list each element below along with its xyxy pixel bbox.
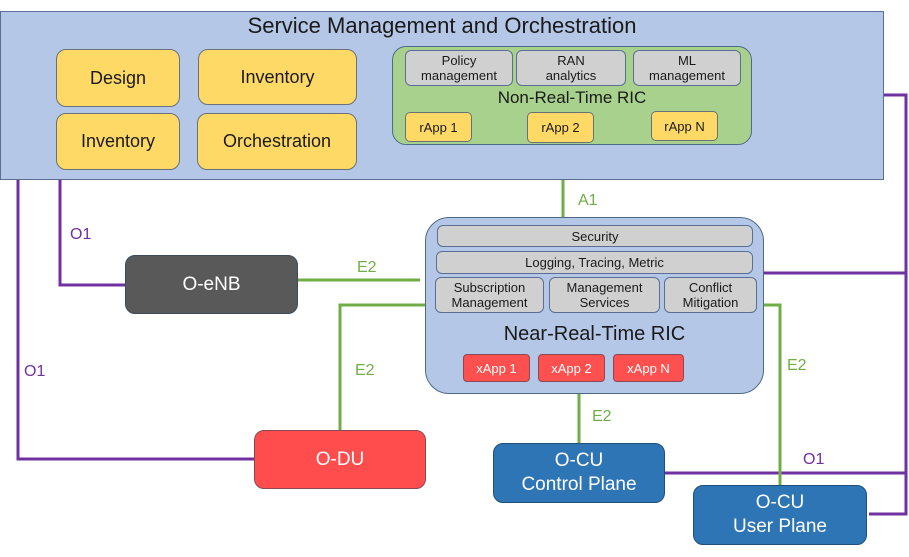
rapp-n[interactable]: rApp N: [651, 111, 718, 141]
policy-management-box[interactable]: Policy management: [405, 50, 513, 86]
o-cu-control-plane-node[interactable]: O-CU Control Plane: [493, 443, 665, 503]
logging-tracing-metric-box[interactable]: Logging, Tracing, Metric: [436, 251, 753, 274]
o1-label-enb: O1: [70, 226, 92, 243]
ml-management-box[interactable]: ML management: [633, 50, 741, 86]
ml-management-line2: management: [649, 68, 725, 83]
xapp-1[interactable]: xApp 1: [463, 354, 530, 382]
a1-label: A1: [578, 192, 598, 209]
o1-label-cu: O1: [803, 451, 825, 468]
o-du-node[interactable]: O-DU: [254, 430, 426, 489]
e2-label-cu-cp: E2: [592, 408, 612, 425]
conflict-mitigation-line2: Mitigation: [682, 295, 739, 310]
subscription-management-box[interactable]: Subscription Management: [435, 277, 544, 313]
o-cu-cp-line2: Control Plane: [521, 474, 637, 495]
management-services-line1: Management: [566, 280, 643, 295]
e2-label-cu-up: E2: [787, 357, 807, 374]
ran-analytics-line2: analytics: [545, 68, 597, 83]
smo-orchestration-box[interactable]: Orchestration: [197, 113, 357, 170]
near-rt-ric-title: Near-Real-Time RIC: [503, 322, 686, 345]
o1-line-smo-right: [869, 93, 908, 516]
o1-label-du: O1: [24, 363, 46, 380]
o1-line-enb: [58, 180, 126, 287]
subscription-management-line2: Management: [451, 295, 528, 310]
o-cu-up-line2: User Plane: [733, 516, 827, 537]
rapp-1[interactable]: rApp 1: [405, 112, 472, 142]
e2-label-du: E2: [355, 362, 375, 379]
o1-line-du: [16, 180, 255, 461]
o-cu-user-plane-node[interactable]: O-CU User Plane: [693, 485, 867, 545]
o-enb-node[interactable]: O-eNB: [125, 255, 298, 314]
rapp-2[interactable]: rApp 2: [527, 112, 594, 143]
management-services-box[interactable]: Management Services: [549, 277, 660, 313]
ml-management-line1: ML: [677, 53, 697, 68]
policy-management-line1: Policy: [441, 53, 477, 68]
smo-design-box[interactable]: Design: [56, 49, 180, 107]
xapp-2[interactable]: xApp 2: [538, 354, 605, 382]
conflict-mitigation-line1: Conflict: [688, 280, 733, 295]
ran-analytics-box[interactable]: RAN analytics: [516, 50, 626, 86]
e2-label-enb: E2: [357, 259, 377, 276]
smo-inventory-box-2[interactable]: Inventory: [56, 113, 180, 170]
policy-management-line2: management: [421, 68, 497, 83]
non-rt-ric-title: Non-Real-Time RIC: [497, 88, 647, 107]
conflict-mitigation-box[interactable]: Conflict Mitigation: [664, 277, 757, 313]
xapp-n[interactable]: xApp N: [613, 354, 684, 382]
ran-analytics-line1: RAN: [557, 53, 585, 68]
e2-line-cu-up: [760, 303, 782, 486]
o-cu-cp-line1: O-CU: [554, 450, 604, 471]
smo-title: Service Management and Orchestration: [247, 13, 637, 38]
management-services-line2: Services: [579, 295, 630, 310]
security-box[interactable]: Security: [437, 225, 753, 247]
smo-inventory-box[interactable]: Inventory: [198, 49, 357, 105]
o-cu-up-line1: O-CU: [755, 492, 805, 513]
e2-line-du: [338, 303, 425, 430]
subscription-management-line1: Subscription: [453, 280, 526, 295]
